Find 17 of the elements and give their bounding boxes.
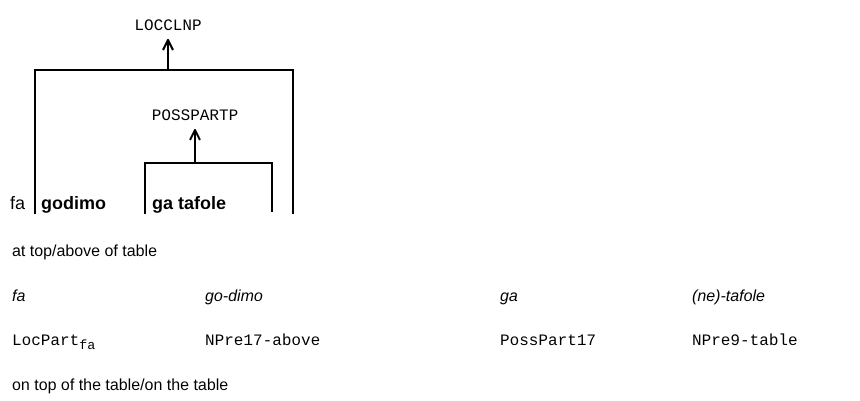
translation-text: on top of the table/on the table [12,376,228,396]
gloss-text: at top/above of table [12,242,157,262]
tag-text: LocPart$_{fa}$ [12,331,96,356]
morpheme-text: (ne)-tafole [692,287,765,307]
morpheme-text: go-dimo [205,287,263,307]
morpheme-text: fa [12,287,26,307]
phrase-label: LOCCLNP [118,12,218,40]
tag-text: NPre17-above [205,331,320,351]
word-text: ga tafole [145,192,293,214]
phrase-label: POSSPARTP [135,102,255,130]
tree-branch-arrow [144,129,273,215]
tag-text: PossPart17 [500,331,596,351]
word-text: godimo [35,192,139,214]
morpheme-text: ga [500,287,518,307]
tag-text: NPre9-table [692,331,798,351]
word-text: fa [10,192,26,214]
tree-branch-arrow [162,39,294,214]
